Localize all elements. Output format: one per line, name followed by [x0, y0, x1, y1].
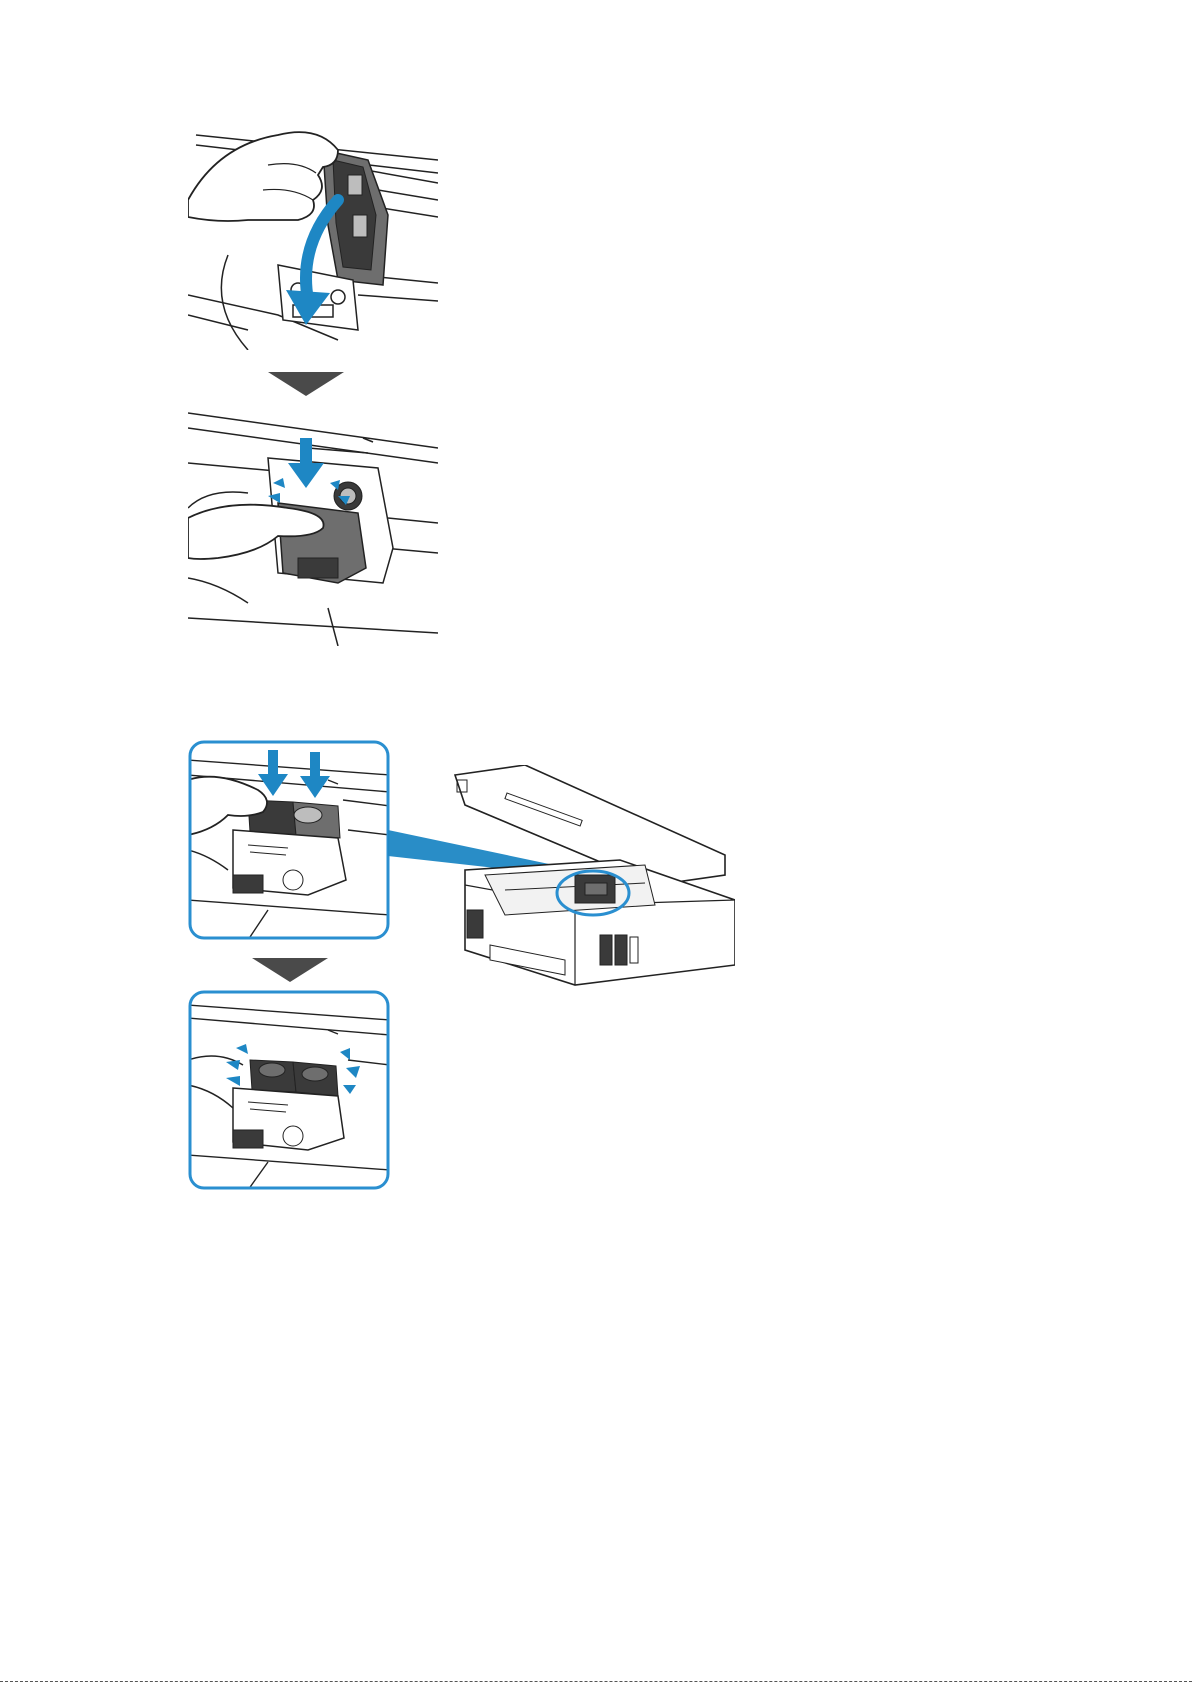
illustration-step2-buttons-clicked — [188, 990, 390, 1190]
next-step-arrow-icon — [252, 958, 328, 982]
page-footer-rule — [0, 1681, 1192, 1682]
illustration-step2-press-both-buttons — [188, 740, 390, 940]
next-step-arrow-icon — [268, 372, 344, 396]
illustration-step2-printer-overview — [445, 765, 735, 990]
illustration-step1-press-until-click — [188, 408, 438, 646]
illustration-step1-push-head-down — [188, 105, 438, 350]
